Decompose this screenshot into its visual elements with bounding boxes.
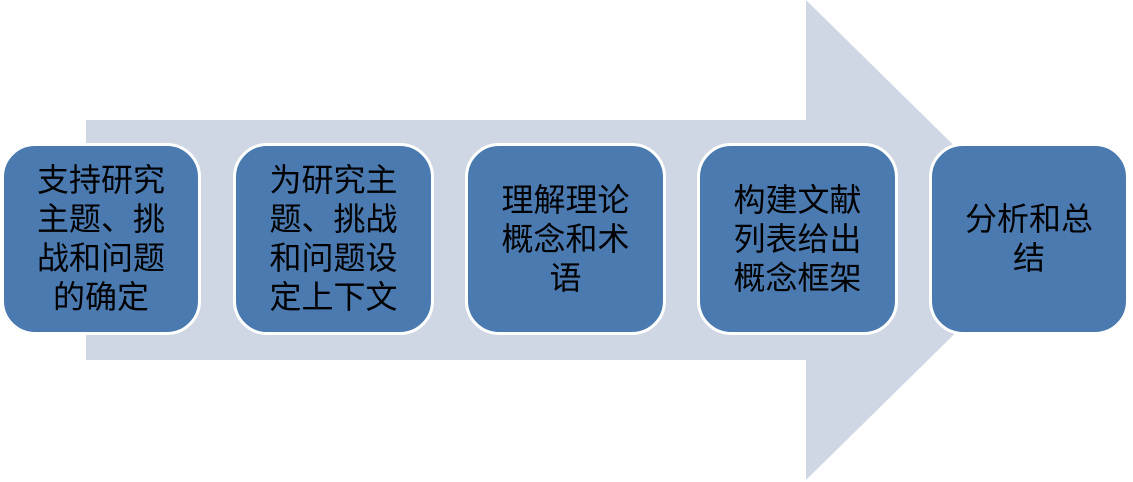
step-3-box: 理解理论概念和术语 [465,143,666,335]
step-5-label: 分析和总结 [964,200,1093,277]
step-2-box: 为研究主题、挑战和问题设定上下文 [233,143,434,335]
step-3-label: 理解理论概念和术语 [501,180,630,297]
step-1-box: 支持研究主题、挑战和问题的确定 [1,143,201,335]
step-5-box: 分析和总结 [929,143,1129,335]
step-4-label: 构建文献列表给出概念框架 [733,180,862,297]
step-2-label: 为研究主题、挑战和问题设定上下文 [269,161,398,316]
step-1-label: 支持研究主题、挑战和问题的确定 [36,161,165,316]
step-4-box: 构建文献列表给出概念框架 [697,143,898,335]
